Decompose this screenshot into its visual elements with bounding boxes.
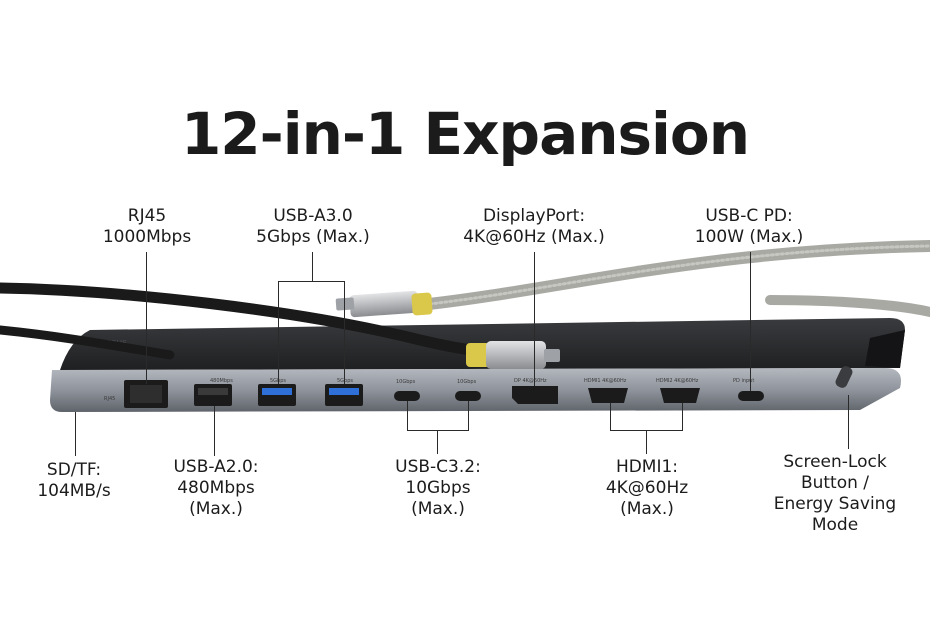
port-usb-c-2	[455, 391, 481, 401]
port-label-rj45: RJ45	[104, 396, 115, 402]
leader-sd-tf	[75, 412, 76, 456]
leader-usb-c32-stem	[437, 430, 438, 454]
usb-c-connector-gray	[335, 290, 433, 318]
port-label-usbc-1: 10Gbps	[396, 379, 416, 385]
port-usb-a3-1	[258, 384, 296, 406]
port-label-usba2: 480Mbps	[210, 378, 233, 384]
callout-hdmi1: HDMI1:4K@60Hz(Max.)	[605, 457, 689, 519]
leader-usb-c-pd	[750, 252, 751, 391]
usb-c-connector-black	[466, 341, 560, 369]
callout-usb-a2: USB-A2.0:480Mbps(Max.)	[173, 457, 259, 519]
leader-rj45	[146, 252, 147, 384]
leader-displayport	[534, 252, 535, 386]
callout-sd-tf: SD/TF:104MB/s	[37, 460, 111, 501]
page-title: 12-in-1 Expansion	[180, 100, 750, 168]
leader-usb-a3-stem	[312, 252, 313, 281]
screen-lock-button	[835, 366, 853, 388]
gray-cable-lower	[765, 295, 930, 317]
leader-usb-c32-bar	[407, 430, 469, 431]
port-label-pd: PD input	[733, 378, 754, 384]
hub-body	[50, 368, 901, 412]
port-usb-a3-2	[325, 384, 363, 406]
leader-hdmi1-left	[610, 403, 611, 430]
port-displayport	[512, 386, 558, 404]
port-label-usba3-2: 5Gbps	[337, 378, 353, 384]
callout-usb-c-pd: USB-C PD:100W (Max.)	[694, 206, 804, 247]
leader-hdmi1-stem	[646, 430, 647, 454]
leader-usb-a3-left	[278, 281, 279, 384]
port-usb-a2	[194, 384, 232, 406]
callout-displayport: DisplayPort:4K@60Hz (Max.)	[463, 206, 605, 247]
leader-hdmi1-right	[682, 403, 683, 430]
leader-usb-c32-left	[407, 401, 408, 430]
port-usb-c-pd	[738, 391, 764, 401]
port-rj45	[124, 380, 168, 408]
port-hdmi2	[660, 388, 700, 403]
leader-usb-c32-right	[468, 401, 469, 430]
leader-usb-a2	[214, 406, 215, 456]
port-label-hdmi2: HDMI2 4K@60Hz	[656, 378, 699, 384]
leader-usb-a3-right	[344, 281, 345, 384]
port-label-hdmi1: HDMI1 4K@60Hz	[584, 378, 627, 384]
callout-usb-c32: USB-C3.2:10Gbps(Max.)	[395, 457, 481, 519]
port-label-dp: DP 4K@60Hz	[514, 378, 547, 384]
leader-screen-lock	[848, 395, 849, 449]
port-hdmi1	[588, 388, 628, 403]
leader-usb-a3-bar	[278, 281, 345, 282]
port-label-usbc-2: 10Gbps	[457, 379, 477, 385]
port-usb-c-1	[394, 391, 420, 401]
